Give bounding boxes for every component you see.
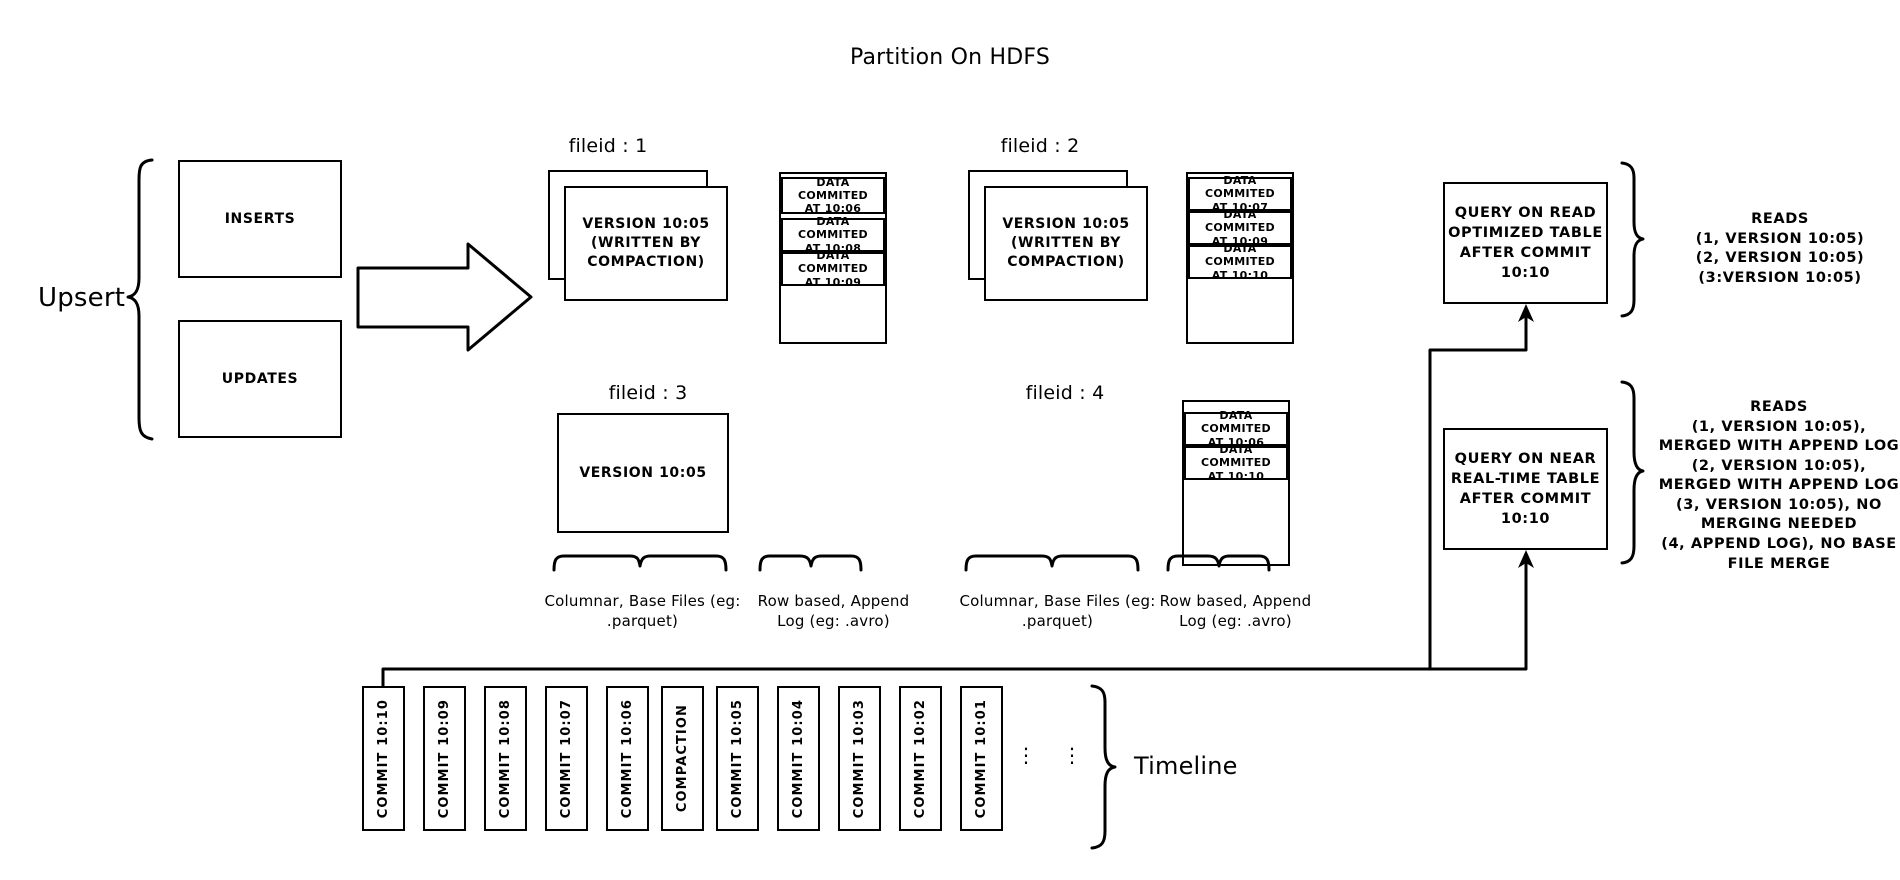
updates-box[interactable]: UPDATES — [178, 320, 342, 438]
fileid-4-log-entry-2-label: DATA COMMITED AT 10:10 — [1201, 443, 1271, 483]
timeline-card-8[interactable]: COMMIT 10:03 — [838, 686, 881, 831]
fileid-1-label: fileid : 1 — [568, 135, 648, 157]
fileid-2-log-entry-2-label: DATA COMMITED AT 10:09 — [1205, 208, 1275, 248]
timeline-card-1-label: COMMIT 10:09 — [437, 698, 452, 819]
timeline-card-3-label: COMMIT 10:07 — [559, 698, 574, 819]
fileid-1-log-entry-3-label: DATA COMMITED AT 10:09 — [798, 249, 868, 289]
fileid-3-base-file-label: VERSION 10:05 — [579, 464, 707, 481]
fileid-2-log-entry-1-label: DATA COMMITED AT 10:07 — [1205, 174, 1275, 214]
fileid-1-log-entry-2-label: DATA COMMITED AT 10:08 — [798, 215, 868, 255]
timeline-card-7[interactable]: COMMIT 10:04 — [777, 686, 820, 831]
inserts-label: INSERTS — [224, 210, 296, 227]
fileid-1-base-file[interactable]: VERSION 10:05 (WRITTEN BY COMPACTION) — [564, 186, 728, 301]
page-title: Partition On HDFS — [849, 45, 1051, 70]
timeline-card-5[interactable]: COMPACTION — [661, 686, 704, 831]
columnar-brace-left — [552, 554, 728, 572]
fileid-2-label: fileid : 2 — [1000, 135, 1080, 157]
connector-to-near-real-time — [1428, 558, 1528, 671]
timeline-label: Timeline — [1134, 752, 1238, 780]
updates-label: UPDATES — [221, 370, 299, 387]
fileid-4-log-entry-2[interactable]: DATA COMMITED AT 10:10 — [1184, 443, 1288, 483]
inserts-box[interactable]: INSERTS — [178, 160, 342, 278]
fileid-4-log-entry-1[interactable]: DATA COMMITED AT 10:06 — [1184, 409, 1288, 449]
fileid-1-log-entry-1-label: DATA COMMITED AT 10:06 — [798, 175, 868, 216]
fileid-2-log-entry-3[interactable]: DATA COMMITED AT 10:10 — [1188, 242, 1292, 282]
fileid-3-label: fileid : 3 — [608, 382, 688, 404]
columnar-caption-left: Columnar, Base Files (eg: .parquet) — [544, 592, 741, 630]
query-read-optimized-box[interactable]: QUERY ON READ OPTIMIZED TABLE AFTER COMM… — [1443, 182, 1608, 304]
timeline-ellipsis-1: ⋮ — [1016, 743, 1036, 767]
timeline-card-10[interactable]: COMMIT 10:01 — [960, 686, 1003, 831]
timeline-card-3[interactable]: COMMIT 10:07 — [545, 686, 588, 831]
timeline-card-2[interactable]: COMMIT 10:08 — [484, 686, 527, 831]
fileid-2-log-entry-1[interactable]: DATA COMMITED AT 10:07 — [1188, 174, 1292, 214]
timeline-card-9-label: COMMIT 10:02 — [913, 698, 928, 819]
timeline-card-10-label: COMMIT 10:01 — [974, 698, 989, 819]
fileid-3-base-file[interactable]: VERSION 10:05 — [557, 413, 729, 533]
timeline-card-2-label: COMMIT 10:08 — [498, 698, 513, 819]
fileid-1-base-file-label: VERSION 10:05 (WRITTEN BY COMPACTION) — [582, 216, 710, 270]
rowlog-brace-left — [758, 554, 863, 572]
query-near-real-time-label: QUERY ON NEAR REAL-TIME TABLE AFTER COMM… — [1450, 451, 1601, 527]
timeline-ellipsis-2: ⋮ — [1062, 743, 1082, 767]
rowlog-caption-right: Row based, Append Log (eg: .avro) — [1159, 592, 1312, 630]
fileid-4-label: fileid : 4 — [1025, 382, 1105, 404]
reads-near-real-time: READS (1, VERSION 10:05), MERGED WITH AP… — [1658, 399, 1900, 572]
reads-brace-read-optimized — [1620, 161, 1645, 318]
upsert-brace — [126, 158, 154, 441]
timeline-card-4-label: COMMIT 10:06 — [620, 698, 635, 819]
timeline-card-9[interactable]: COMMIT 10:02 — [899, 686, 942, 831]
fileid-2-log-entry-2[interactable]: DATA COMMITED AT 10:09 — [1188, 208, 1292, 248]
rowlog-caption-left: Row based, Append Log (eg: .avro) — [757, 592, 910, 630]
timeline-card-7-label: COMMIT 10:04 — [791, 698, 806, 819]
timeline-brace — [1090, 684, 1117, 850]
reads-read-optimized: READS (1, VERSION 10:05) (2, VERSION 10:… — [1695, 211, 1865, 286]
reads-brace-near-real-time — [1620, 380, 1645, 565]
fileid-4-log-entry-1-label: DATA COMMITED AT 10:06 — [1201, 409, 1271, 449]
timeline-card-6-label: COMMIT 10:05 — [730, 698, 745, 819]
timeline-card-8-label: COMMIT 10:03 — [852, 698, 867, 819]
arrowhead-read-optimized — [1518, 304, 1534, 322]
query-near-real-time-box[interactable]: QUERY ON NEAR REAL-TIME TABLE AFTER COMM… — [1443, 428, 1608, 550]
timeline-card-0[interactable]: COMMIT 10:10 — [362, 686, 405, 831]
timeline-card-6[interactable]: COMMIT 10:05 — [716, 686, 759, 831]
fileid-2-log-entry-3-label: DATA COMMITED AT 10:10 — [1205, 242, 1275, 282]
timeline-card-4[interactable]: COMMIT 10:06 — [606, 686, 649, 831]
fileid-1-log-entry-3[interactable]: DATA COMMITED AT 10:09 — [781, 249, 885, 289]
timeline-card-0-label: COMMIT 10:10 — [376, 698, 391, 819]
upsert-label: Upsert — [38, 283, 126, 313]
commit-arrow-label: Commit 10:10 — [386, 288, 510, 308]
arrowhead-near-real-time — [1518, 550, 1534, 568]
fileid-1-log-entry-2[interactable]: DATA COMMITED AT 10:08 — [781, 215, 885, 255]
columnar-caption-right: Columnar, Base Files (eg: .parquet) — [959, 592, 1156, 630]
columnar-brace-right — [964, 554, 1140, 572]
timeline-card-5-label: COMPACTION — [675, 704, 690, 813]
fileid-1-log-entry-1[interactable]: DATA COMMITED AT 10:06 — [781, 175, 885, 216]
timeline-connector-trunk — [381, 667, 1432, 688]
query-read-optimized-label: QUERY ON READ OPTIMIZED TABLE AFTER COMM… — [1448, 205, 1603, 281]
fileid-2-base-file-label: VERSION 10:05 (WRITTEN BY COMPACTION) — [1002, 216, 1130, 270]
fileid-2-base-file[interactable]: VERSION 10:05 (WRITTEN BY COMPACTION) — [984, 186, 1148, 301]
timeline-card-1[interactable]: COMMIT 10:09 — [423, 686, 466, 831]
